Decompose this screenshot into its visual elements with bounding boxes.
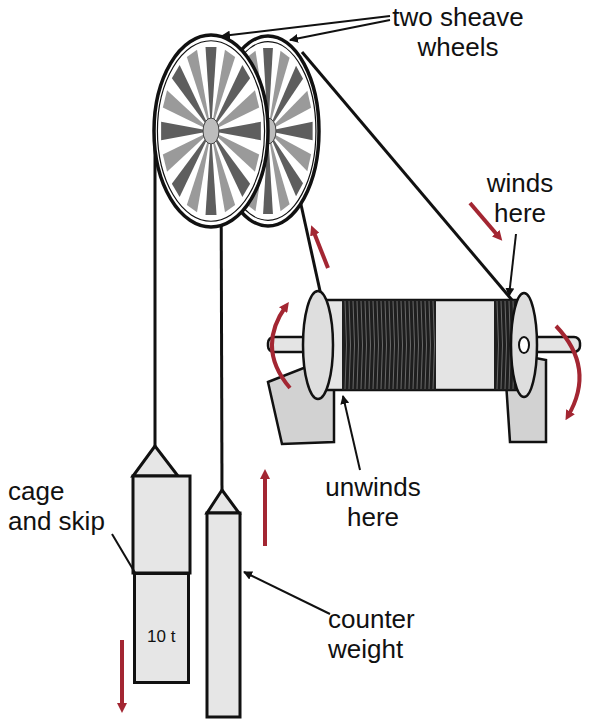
winding-stroke	[429, 301, 431, 389]
sheave-rim	[154, 35, 268, 227]
winding-stroke	[381, 301, 383, 389]
winding-stroke	[421, 301, 423, 389]
rope-coil	[342, 300, 436, 390]
winding-stroke	[361, 301, 363, 389]
unwinds-callout: unwinds here	[318, 472, 428, 532]
winding-stroke	[417, 301, 419, 389]
sheave-hub	[203, 118, 219, 144]
winding-stroke	[505, 301, 507, 389]
winding-stroke	[409, 301, 411, 389]
winding-stroke	[345, 301, 347, 389]
load-label: 10 t	[147, 627, 175, 647]
winding-stroke	[433, 301, 435, 389]
winding-stroke	[377, 301, 379, 389]
counterweight-callout: counter weight	[328, 604, 438, 664]
winding-stroke	[413, 301, 415, 389]
winding-drum	[303, 291, 537, 399]
motion-arrows	[122, 203, 580, 708]
winding-stroke	[369, 301, 371, 389]
winding-stroke	[501, 301, 503, 389]
winding-stroke	[401, 301, 403, 389]
sheave-wheels	[154, 35, 319, 227]
winding-stroke	[349, 301, 351, 389]
winding-stroke	[393, 301, 395, 389]
winding-stroke	[397, 301, 399, 389]
winding-stroke	[373, 301, 375, 389]
cage-callout: cage and skip	[8, 476, 108, 536]
skip-box: 10 t	[133, 572, 190, 684]
winding-stroke	[353, 301, 355, 389]
winding-stroke	[389, 301, 391, 389]
winding-stroke	[497, 301, 499, 389]
title-callout: two sheave wheels	[388, 2, 528, 62]
winding-stroke	[365, 301, 367, 389]
winds-callout: winds here	[478, 168, 562, 228]
winding-stroke	[425, 301, 427, 389]
sheave-inner-rim	[157, 41, 264, 221]
winding-stroke	[385, 301, 387, 389]
cage-and-counterweight	[133, 446, 240, 717]
leader-lines	[112, 16, 516, 614]
winding-stroke	[405, 301, 407, 389]
winding-stroke	[357, 301, 359, 389]
